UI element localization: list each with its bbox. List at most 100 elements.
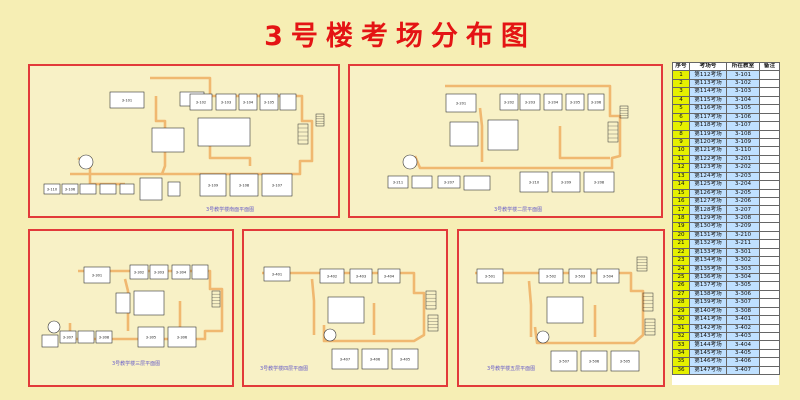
cell-room: 3-209 bbox=[726, 222, 760, 232]
page-title: 3号楼考场分布图 bbox=[264, 21, 536, 52]
cell-note bbox=[759, 298, 780, 308]
classroom: 3-110 bbox=[43, 183, 61, 195]
room-label: 3-203 bbox=[525, 101, 535, 105]
room-label: 3-207 bbox=[444, 181, 454, 185]
corridor bbox=[527, 280, 533, 337]
cell-exam: 第142考场 bbox=[689, 323, 727, 334]
cell-seq: 11 bbox=[672, 154, 690, 165]
cell-seq: 1 bbox=[672, 70, 690, 80]
cell-note bbox=[759, 70, 780, 80]
floor-caption: 3号教学楼四层平面图 bbox=[260, 366, 309, 372]
room-label: 3-205 bbox=[570, 101, 580, 105]
round-tower bbox=[402, 154, 418, 170]
cell-exam: 第130考场 bbox=[689, 222, 727, 232]
cell-seq: 32 bbox=[672, 331, 690, 342]
cell-note bbox=[759, 264, 780, 274]
floor-caption: 3号教学楼南面平面图 bbox=[206, 207, 255, 213]
room-label: 3-302 bbox=[134, 271, 144, 275]
cell-seq: 19 bbox=[672, 222, 690, 232]
cell-room: 3-406 bbox=[726, 357, 760, 367]
classroom bbox=[487, 119, 519, 151]
stairwell bbox=[315, 113, 325, 127]
classroom: 3-207 bbox=[437, 175, 461, 189]
room-label: 3-306 bbox=[177, 336, 188, 340]
classroom: 3-107 bbox=[261, 173, 293, 197]
cell-note bbox=[759, 196, 780, 207]
cell-note bbox=[759, 247, 780, 258]
cell-note bbox=[759, 163, 780, 173]
corridor bbox=[558, 126, 610, 160]
cell-seq: 16 bbox=[672, 196, 690, 207]
cell-room: 3-202 bbox=[726, 163, 760, 173]
cell-note bbox=[759, 121, 780, 131]
cell-note bbox=[759, 78, 780, 89]
round-tower bbox=[78, 154, 94, 170]
cell-seq: 23 bbox=[672, 256, 690, 266]
classroom: 3-211 bbox=[387, 175, 409, 189]
classroom: 3-108 bbox=[229, 173, 259, 197]
classroom bbox=[77, 330, 95, 344]
cell-exam: 第120考场 bbox=[689, 137, 727, 148]
cell-room: 3-305 bbox=[726, 281, 760, 291]
classroom bbox=[139, 177, 163, 201]
cell-note bbox=[759, 222, 780, 232]
cell-room: 3-301 bbox=[726, 247, 760, 258]
room-label: 3-104 bbox=[243, 101, 254, 105]
room-label: 3-502 bbox=[546, 275, 556, 279]
cell-note bbox=[759, 213, 780, 224]
cell-exam: 第126考场 bbox=[689, 188, 727, 199]
cell-exam: 第123考场 bbox=[689, 163, 727, 173]
room-label: 3-402 bbox=[327, 275, 337, 279]
room-label: 3-209 bbox=[561, 181, 572, 185]
cell-exam: 第112考场 bbox=[689, 70, 727, 80]
header-seq: 序号 bbox=[672, 61, 690, 72]
cell-exam: 第119考场 bbox=[689, 129, 727, 139]
classroom: 3-403 bbox=[349, 268, 373, 284]
cell-exam: 第144考场 bbox=[689, 340, 727, 350]
cell-exam: 第136考场 bbox=[689, 272, 727, 283]
cell-exam: 第113考场 bbox=[689, 78, 727, 89]
classroom: 3-205 bbox=[565, 93, 585, 111]
corridor bbox=[413, 84, 622, 170]
cell-note bbox=[759, 171, 780, 182]
room-label: 3-505 bbox=[620, 360, 630, 364]
cell-seq: 17 bbox=[672, 205, 690, 215]
classroom: 3-204 bbox=[543, 93, 563, 111]
classroom: 3-104 bbox=[238, 93, 258, 111]
cell-note bbox=[759, 188, 780, 199]
cell-room: 3-407 bbox=[726, 365, 760, 376]
cell-exam: 第127考场 bbox=[689, 196, 727, 207]
cell-note bbox=[759, 129, 780, 139]
cell-exam: 第117考场 bbox=[689, 112, 727, 123]
floor-caption: 3号教学楼二层平面图 bbox=[494, 207, 543, 213]
cell-room: 3-211 bbox=[726, 239, 760, 249]
cell-exam: 第138考场 bbox=[689, 289, 727, 300]
corridor bbox=[70, 76, 314, 176]
cell-note bbox=[759, 146, 780, 156]
stairwell bbox=[619, 105, 629, 119]
classroom bbox=[115, 292, 131, 314]
cell-seq: 28 bbox=[672, 298, 690, 308]
cell-seq: 30 bbox=[672, 315, 690, 325]
classroom: 3-203 bbox=[519, 93, 541, 111]
classroom bbox=[167, 181, 181, 197]
cell-room: 3-106 bbox=[726, 112, 760, 123]
classroom: 3-401 bbox=[263, 266, 291, 282]
room-label: 3-208 bbox=[594, 181, 605, 185]
classroom: 3-504 bbox=[596, 268, 620, 284]
classroom: 3-202 bbox=[499, 93, 519, 111]
